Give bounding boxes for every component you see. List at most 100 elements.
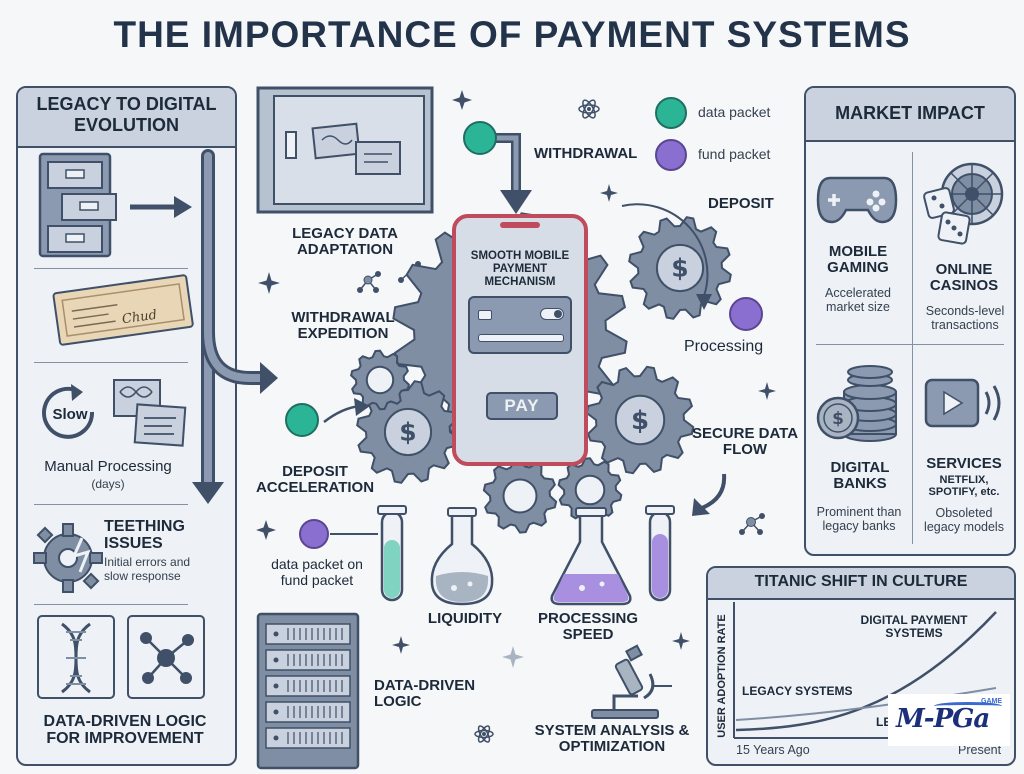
brand-logo-swoosh <box>934 702 1002 710</box>
server-rack-icon <box>256 612 360 770</box>
divider <box>34 604 188 605</box>
processing-speed-label: PROCESSING SPEED <box>537 610 639 644</box>
online-casinos-title: ONLINE CASINOS <box>929 261 999 295</box>
atom-icon <box>578 99 600 119</box>
sparkle-icon <box>258 272 280 294</box>
data-packet-icon <box>285 403 319 437</box>
dna-icon <box>37 615 115 699</box>
withdrawal-label: WITHDRAWAL <box>534 145 638 162</box>
deposit-cycle-arrow-icon <box>621 203 712 310</box>
withdrawal-expedition-label: WITHDRAWAL EXPEDITION <box>291 309 395 343</box>
card-toggle-icon <box>540 308 564 320</box>
secure-data-flow-label: SECURE DATA FLOW <box>691 425 799 459</box>
digital-banks-title: DIGITAL BANKS <box>830 459 890 493</box>
y-axis-label: USER ADOPTION RATE <box>716 614 728 738</box>
fund-packet-icon <box>299 519 329 549</box>
x-axis-start-label: 15 Years Ago <box>736 743 810 757</box>
card-chip-icon <box>478 310 492 320</box>
small-gear-icon <box>349 349 411 411</box>
sparkle-icon <box>452 90 472 110</box>
teething-issues-desc: Initial errors and slow response <box>104 555 191 583</box>
molecule-icon <box>739 513 765 535</box>
legacy-data-adaptation-label: LEGACY DATA ADAPTATION <box>292 225 398 259</box>
data-packet-on-fund-packet-label: data packet on fund packet <box>271 556 363 589</box>
speed-arrow-icon <box>323 398 370 423</box>
right-arrow-icon <box>130 196 192 218</box>
phone-speaker <box>500 222 540 228</box>
dollar-gear-icon: $ <box>585 365 695 475</box>
processing-label: Processing <box>684 338 764 355</box>
system-analysis-label: SYSTEM ANALYSIS & OPTIMIZATION <box>534 722 690 756</box>
filing-cabinet-icon <box>38 152 117 258</box>
molecule-icon <box>357 271 381 293</box>
market-impact-header: MARKET IMPACT <box>806 88 1014 142</box>
liquidity-flask-icon <box>430 507 494 606</box>
secure-flow-arrow-icon <box>692 473 727 516</box>
liquidity-label: LIQUIDITY <box>427 610 503 627</box>
data-driven-logic-label: DATA-DRIVEN LOGIC <box>374 677 476 711</box>
liquidity-tube-icon <box>377 505 407 602</box>
card-display <box>468 296 572 354</box>
phone-title: SMOOTH MOBILE PAYMENT MECHANISM <box>470 250 570 288</box>
fund-packet-icon <box>729 297 763 331</box>
sparkle-icon <box>502 646 524 668</box>
cheque-icon <box>52 274 194 346</box>
digital-series-label: DIGITAL PAYMENT SYSTEMS <box>860 613 968 640</box>
flow-down-arrow-icon <box>192 149 278 504</box>
deposit-label: DEPOSIT <box>708 195 774 212</box>
withdrawal-flow-arrow-icon <box>463 121 532 214</box>
microscope-icon <box>591 644 672 719</box>
svg-text:$: $ <box>832 409 844 429</box>
divider <box>34 268 188 269</box>
fund-tube-icon <box>645 505 675 602</box>
network-icon <box>127 615 205 699</box>
data-packet-legend-icon <box>655 97 687 129</box>
titanic-shift-header: TITANIC SHIFT IN CULTURE <box>708 568 1014 600</box>
pay-button[interactable]: PAY <box>486 392 558 420</box>
svg-text:$: $ <box>631 406 649 436</box>
dna-documents-icon <box>113 379 187 447</box>
digital-banks-desc: Prominent than legacy banks <box>816 505 902 534</box>
mobile-gaming-title: MOBILE GAMING <box>827 243 889 277</box>
small-gear-icon <box>482 458 558 534</box>
sparkle-icon <box>758 382 776 400</box>
data-packet-legend-label: data packet <box>698 104 771 120</box>
x-axis-end-label: Present <box>958 743 1002 757</box>
svg-text:$: $ <box>671 253 688 282</box>
sparkle-icon <box>600 184 618 202</box>
mobile-gaming-desc: Accelerated market size <box>824 286 891 315</box>
refresh-slow-icon <box>42 384 95 439</box>
market-grid-divider-h <box>816 344 1004 345</box>
gamepad-icon <box>816 176 898 224</box>
play-button-icon <box>924 378 1001 428</box>
page-title: THE IMPORTANCE OF PAYMENT SYSTEMS <box>113 14 911 55</box>
services-desc: Obsoleted legacy models <box>924 506 1004 535</box>
card-stripe <box>478 334 564 342</box>
small-gear-icon <box>557 457 623 523</box>
online-casinos-desc: Seconds-level transactions <box>925 304 1005 333</box>
slow-badge: Slow <box>52 406 88 423</box>
market-grid-divider-v <box>912 152 913 544</box>
legacy-data-board-icon <box>256 86 434 214</box>
roulette-dice-icon <box>923 162 1004 245</box>
manual-processing-days: (days) <box>91 477 125 491</box>
sparkle-icon <box>672 632 690 650</box>
coins-stack-icon: $ <box>816 365 897 442</box>
sparkle-icon <box>256 520 276 540</box>
divider <box>34 362 188 363</box>
atom-icon <box>474 725 494 743</box>
connector-line-icon <box>330 533 378 535</box>
legacy-series-clipped-label: LE <box>876 715 892 729</box>
deposit-acceleration-label: DEPOSIT ACCELERATION <box>255 463 375 497</box>
services-sub: NETFLIX, SPOTIFY, etc. <box>928 474 1000 498</box>
divider <box>34 504 188 505</box>
services-title: SERVICES <box>926 455 1002 472</box>
fund-packet-legend-icon <box>655 139 687 171</box>
manual-processing-label: Manual Processing <box>44 458 172 475</box>
brand-logo: M-PGa GAME <box>888 694 1010 746</box>
smooth-mobile-payment-phone: SMOOTH MOBILE PAYMENT MECHANISM PAY <box>452 214 588 466</box>
legacy-to-digital-header: LEGACY TO DIGITAL EVOLUTION <box>18 88 235 148</box>
teething-issues-title: TEETHING ISSUES <box>104 518 185 553</box>
data-driven-logic-improvement-label: DATA-DRIVEN LOGIC FOR IMPROVEMENT <box>43 713 207 748</box>
broken-gear-icon <box>33 523 103 593</box>
